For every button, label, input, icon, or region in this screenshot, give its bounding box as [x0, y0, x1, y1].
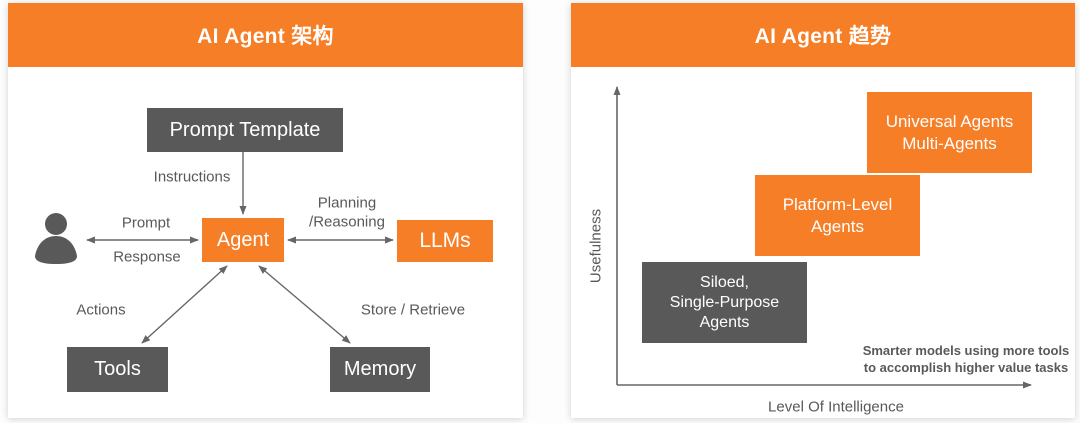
node-prompt-template: Prompt Template [147, 108, 343, 152]
label-store-retrieve: Store / Retrieve [360, 301, 466, 319]
trends-panel-title: AI Agent 趋势 [754, 25, 892, 48]
node-tools: Tools [67, 347, 168, 392]
edge-agent-tools [141, 265, 228, 344]
label-prompt: Prompt [121, 214, 171, 232]
stage-platform-level-agents: Platform-Level Agents [755, 175, 920, 256]
node-memory: Memory [330, 347, 430, 392]
architecture-panel: AI Agent 架构 Prompt Template Agent LLMs T… [8, 3, 523, 418]
user-icon [35, 213, 77, 264]
trend-annotation: Smarter models using more tools to accom… [862, 343, 1070, 375]
label-response: Response [113, 248, 181, 266]
node-llms: LLMs [397, 220, 493, 262]
label-planning-reasoning: Planning /Reasoning [309, 194, 385, 230]
architecture-panel-header: AI Agent 架构 [8, 3, 523, 67]
edge-agent-memory [258, 265, 351, 344]
architecture-panel-title: AI Agent 架构 [197, 25, 334, 48]
trends-panel-header: AI Agent 趋势 [571, 3, 1075, 67]
x-axis-label: Level Of Intelligence [768, 398, 904, 416]
label-instructions: Instructions [153, 168, 231, 186]
node-agent: Agent [202, 218, 284, 262]
stage-universal-multi-agents: Universal Agents Multi-Agents [867, 92, 1032, 173]
trends-panel: AI Agent 趋势 Usefulness Level Of Intellig… [571, 3, 1075, 418]
label-actions: Actions [76, 301, 126, 319]
stage-siloed-single-purpose-agents: Siloed, Single-Purpose Agents [642, 262, 807, 343]
y-axis-label: Usefulness [587, 208, 605, 284]
